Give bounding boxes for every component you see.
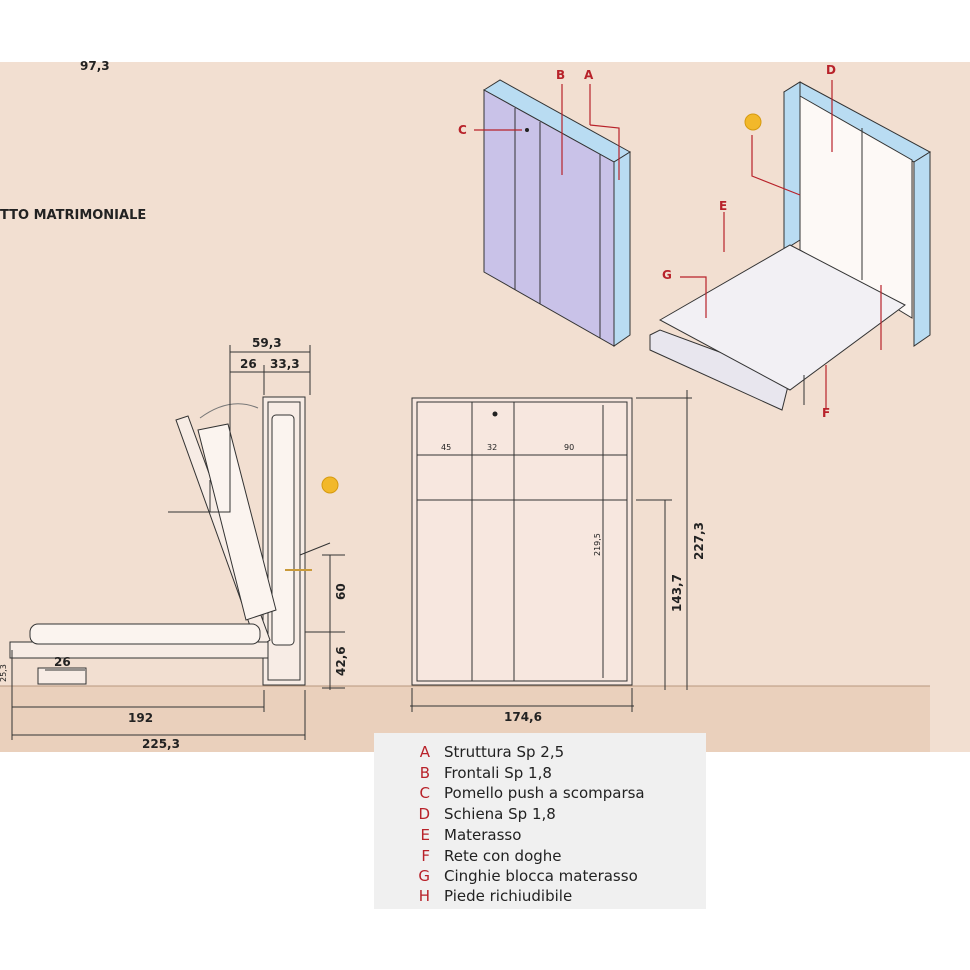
- legend-key-a: A: [419, 743, 430, 761]
- drawing-title: TTO MATRIMONIALE: [0, 208, 146, 223]
- callout-c: C: [458, 123, 467, 137]
- legend-text-g: Cinghie blocca materasso: [444, 867, 638, 885]
- legend-row-e: E Materasso: [374, 825, 706, 845]
- legend-row-c: C Pomello push a scomparsa: [374, 783, 706, 803]
- open-push-marker-icon: [744, 113, 762, 131]
- front-view: [410, 390, 692, 712]
- legend-row-d: D Schiena Sp 1,8: [374, 804, 706, 824]
- open-mattress: [658, 244, 906, 391]
- legend-box: A Struttura Sp 2,5 B Frontali Sp 1,8 C P…: [374, 733, 706, 909]
- open-rete-base: [649, 329, 791, 411]
- dim-174-6: 174,6: [504, 710, 542, 724]
- side-view: [9, 345, 345, 740]
- dim-59-3: 59,3: [252, 336, 282, 350]
- legend-text-h: Piede richiudibile: [444, 887, 573, 905]
- callout-e: E: [719, 199, 727, 213]
- dim-192: 192: [128, 711, 153, 725]
- side-cabinet-inner: [267, 401, 301, 681]
- legend-row-b: B Frontali Sp 1,8: [374, 763, 706, 783]
- dim-45: 45: [441, 443, 451, 452]
- dim-60: 60: [334, 583, 348, 600]
- dim-32: 32: [487, 443, 497, 452]
- closed-cabinet-3d: [483, 79, 631, 347]
- closed-callout-lines: [474, 84, 620, 180]
- rotation-arc: [199, 403, 259, 419]
- legend-key-g: G: [418, 867, 430, 885]
- side-tilted-mattress: [197, 423, 277, 621]
- legend-text-f: Rete con doghe: [444, 847, 562, 865]
- legend-row-h: H Piede richiudibile: [374, 886, 706, 906]
- front-cabinet: [411, 397, 633, 686]
- marker-leader: [299, 542, 331, 556]
- dim-225-3: 225,3: [142, 737, 180, 751]
- dim-42-6: 42,6: [334, 646, 348, 676]
- front-cabinet-inner: [416, 401, 628, 682]
- front-knob: [492, 411, 498, 417]
- legend-text-a: Struttura Sp 2,5: [444, 743, 565, 761]
- dim-90: 90: [564, 443, 574, 452]
- push-marker-icon: [321, 476, 339, 494]
- side-bed-mattress: [29, 623, 261, 645]
- legend-key-b: B: [419, 764, 430, 782]
- dim-219-5: 219,5: [593, 533, 602, 556]
- open-bed-3d: [649, 81, 931, 411]
- dim-227-3: 227,3: [692, 522, 706, 560]
- callout-a: A: [584, 68, 594, 82]
- legend-key-f: F: [421, 847, 430, 865]
- dim-33-3: 33,3: [270, 357, 300, 371]
- open-callout-lines: [680, 80, 882, 408]
- open-left-post: [783, 81, 801, 251]
- dim-26: 26: [240, 357, 257, 371]
- callout-b: B: [556, 68, 565, 82]
- side-leg: [37, 667, 87, 685]
- closed-knob: [525, 128, 529, 132]
- legend-text-c: Pomello push a scomparsa: [444, 784, 645, 802]
- callout-f: F: [822, 406, 830, 420]
- legend-row-g: G Cinghie blocca materasso: [374, 866, 706, 886]
- callout-g: G: [662, 268, 672, 282]
- top-dimension: 97,3: [80, 59, 110, 73]
- legend-key-d: D: [418, 805, 430, 823]
- side-folded-mattress: [271, 414, 295, 646]
- side-bracket: [168, 500, 231, 513]
- open-right-post: [913, 151, 931, 347]
- legend-key-e: E: [420, 826, 430, 844]
- legend-text-e: Materasso: [444, 826, 522, 844]
- dim-leg-left: 25,3: [0, 664, 8, 682]
- closed-front: [483, 89, 615, 347]
- legend-key-c: C: [419, 784, 430, 802]
- legend-key-h: H: [418, 887, 430, 905]
- legend-text-b: Frontali Sp 1,8: [444, 764, 552, 782]
- open-back: [799, 95, 913, 319]
- legend-row-f: F Rete con doghe: [374, 846, 706, 866]
- legend-text-d: Schiena Sp 1,8: [444, 805, 556, 823]
- closed-side: [613, 151, 631, 347]
- dim-leg-26: 26: [54, 655, 71, 669]
- legend-row-a: A Struttura Sp 2,5: [374, 742, 706, 762]
- callout-d: D: [826, 63, 836, 77]
- dim-143-7: 143,7: [670, 574, 684, 612]
